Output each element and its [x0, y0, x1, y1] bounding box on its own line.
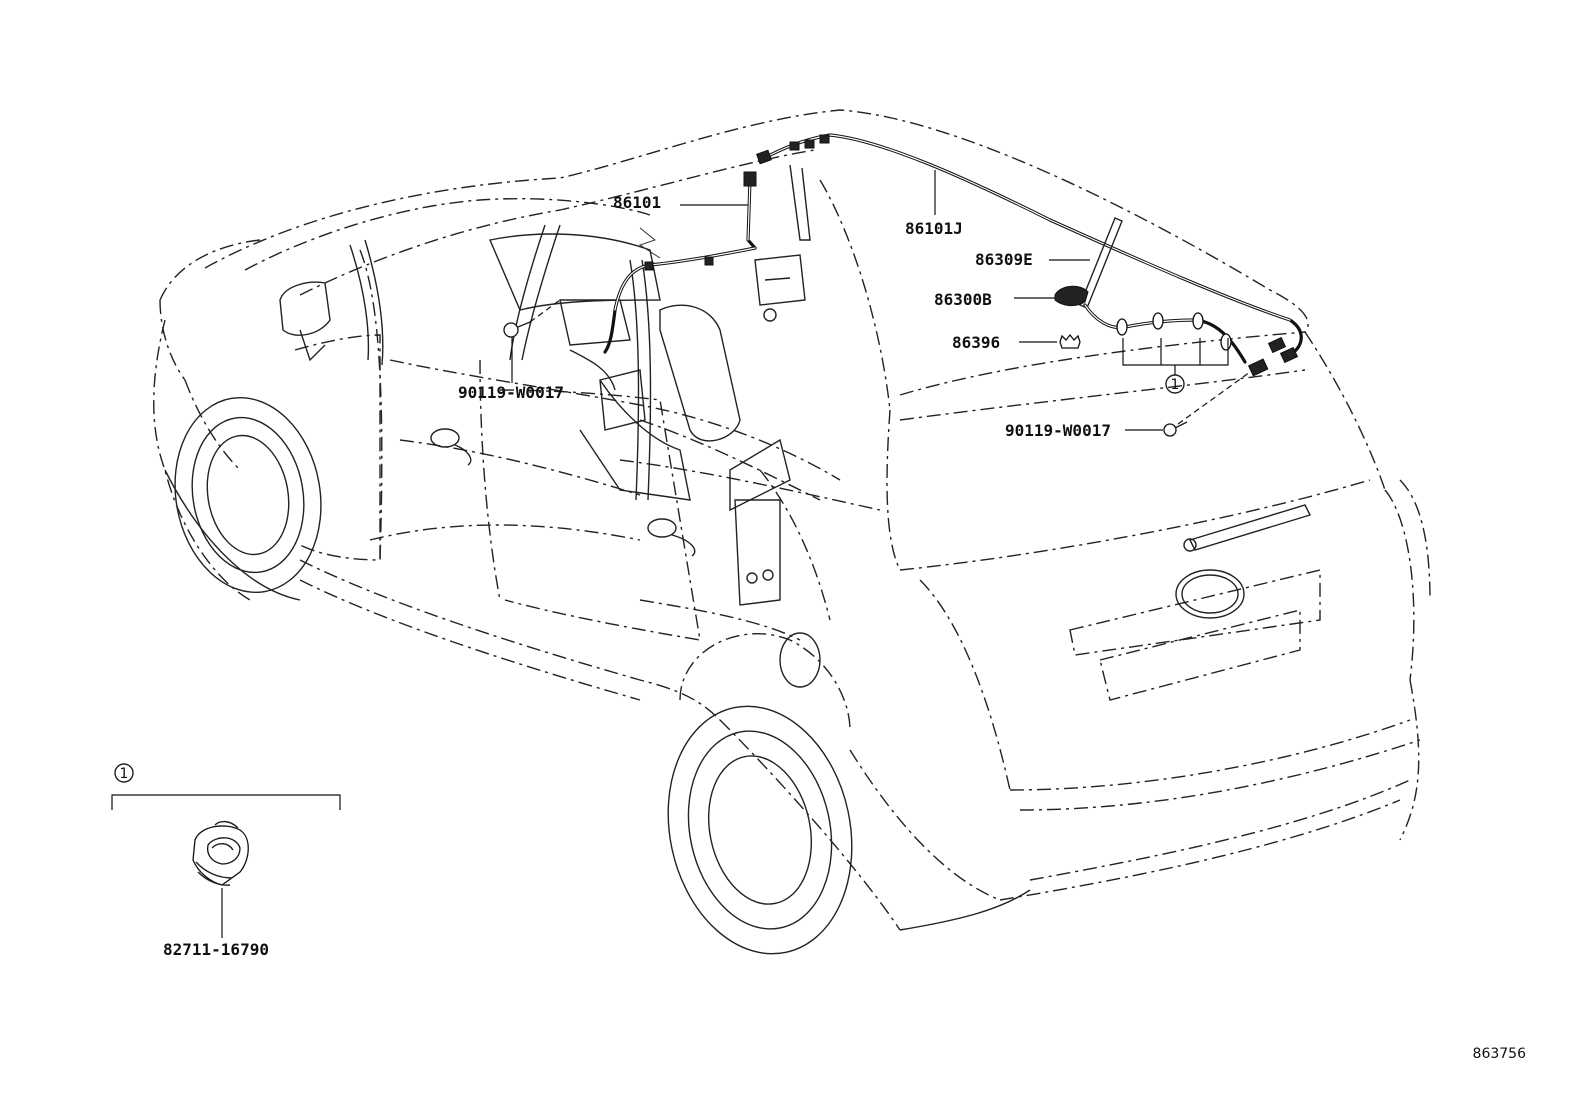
rear-emblem — [1175, 569, 1245, 619]
car-solid-parts — [164, 164, 1311, 955]
leader-lines — [511, 170, 1163, 431]
label-clamp-part: 82711-16790 — [163, 940, 269, 959]
clamp-callout-bracket — [1122, 338, 1229, 375]
wire-harness-86101J — [743, 133, 1303, 377]
callout-circle-number: 1 — [1171, 377, 1180, 393]
label-86396: 86396 — [952, 333, 1000, 352]
car-body-outline — [153, 109, 1431, 931]
label-bolt-front: 90119-W0017 — [458, 383, 564, 402]
rear-wheel — [667, 705, 853, 955]
label-86309E: 86309E — [975, 250, 1033, 269]
clamp-icon — [192, 820, 249, 886]
nut-86396 — [1059, 333, 1081, 349]
label-bolt-rear: 90119-W0017 — [1005, 421, 1111, 440]
diagram-id: 863756 — [1473, 1046, 1527, 1062]
front-wheel — [174, 396, 322, 594]
side-mirror — [279, 281, 331, 336]
rear-door-handle — [647, 518, 677, 538]
inset-circle-number: 1 — [120, 766, 129, 782]
label-86300B: 86300B — [934, 290, 992, 309]
label-86101J: 86101J — [905, 219, 963, 238]
front-seat — [659, 304, 741, 442]
inset-circle — [114, 763, 134, 783]
wire-harness-86101 — [603, 227, 757, 354]
rear-wiper — [1189, 504, 1311, 551]
front-door-handle — [430, 428, 460, 448]
clamp-inset: 1 82711-16790 — [111, 763, 341, 959]
bolt-rear-90119-W0017 — [1163, 371, 1251, 437]
bolt-front-90119-W0017 — [503, 299, 561, 338]
dashboard — [489, 233, 661, 311]
callout-circle — [1165, 374, 1185, 394]
fuel-cap — [779, 632, 821, 688]
antenna-base-86300B — [1054, 285, 1247, 364]
label-86101: 86101 — [613, 193, 661, 212]
